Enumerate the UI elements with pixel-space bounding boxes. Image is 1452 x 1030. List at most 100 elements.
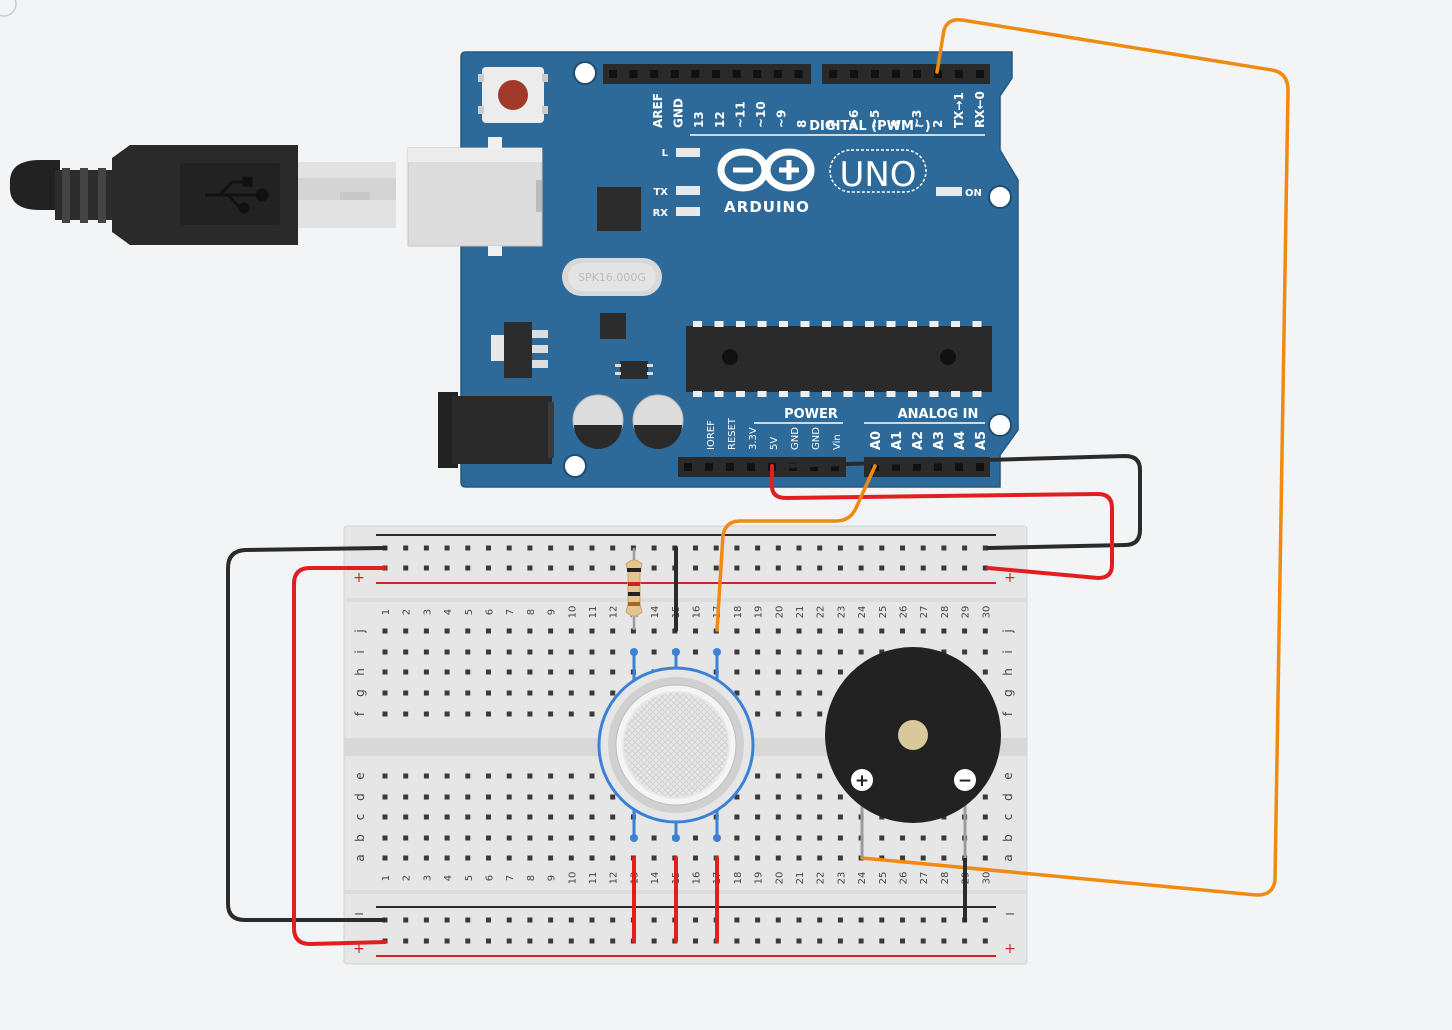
- dc-power-jack[interactable]: [438, 392, 554, 468]
- breadboard-hole[interactable]: [589, 938, 595, 944]
- breadboard-hole[interactable]: [527, 855, 533, 861]
- breadboard-hole[interactable]: [734, 690, 740, 696]
- breadboard-hole[interactable]: [982, 628, 988, 634]
- breadboard-hole[interactable]: [610, 565, 616, 571]
- breadboard-hole[interactable]: [755, 938, 761, 944]
- header-socket[interactable]: [913, 70, 921, 78]
- breadboard-hole[interactable]: [444, 814, 450, 820]
- breadboard-hole[interactable]: [817, 545, 823, 551]
- breadboard-hole[interactable]: [548, 565, 554, 571]
- breadboard-hole[interactable]: [879, 835, 885, 841]
- breadboard-hole[interactable]: [775, 814, 781, 820]
- breadboard-hole[interactable]: [817, 690, 823, 696]
- breadboard-hole[interactable]: [858, 565, 864, 571]
- breadboard-hole[interactable]: [982, 565, 988, 571]
- breadboard-hole[interactable]: [837, 814, 843, 820]
- breadboard-hole[interactable]: [962, 649, 968, 655]
- breadboard-hole[interactable]: [610, 690, 616, 696]
- breadboard-hole[interactable]: [486, 649, 491, 655]
- breadboard-hole[interactable]: [837, 917, 843, 923]
- breadboard-hole[interactable]: [486, 628, 491, 634]
- header-socket[interactable]: [753, 70, 762, 78]
- breadboard-hole[interactable]: [796, 545, 802, 551]
- breadboard-hole[interactable]: [382, 711, 388, 717]
- breadboard-hole[interactable]: [879, 545, 885, 551]
- breadboard-hole[interactable]: [982, 917, 988, 923]
- breadboard-hole[interactable]: [796, 773, 802, 779]
- breadboard-hole[interactable]: [920, 565, 926, 571]
- breadboard-hole[interactable]: [610, 794, 616, 800]
- breadboard-hole[interactable]: [486, 545, 491, 551]
- breadboard-hole[interactable]: [527, 649, 533, 655]
- breadboard-hole[interactable]: [900, 545, 905, 551]
- breadboard-hole[interactable]: [651, 649, 657, 655]
- breadboard-hole[interactable]: [486, 794, 491, 800]
- breadboard-hole[interactable]: [734, 669, 740, 675]
- breadboard-hole[interactable]: [630, 628, 636, 634]
- breadboard-hole[interactable]: [506, 835, 512, 841]
- breadboard-hole[interactable]: [755, 794, 761, 800]
- breadboard-hole[interactable]: [941, 938, 947, 944]
- breadboard-hole[interactable]: [527, 565, 533, 571]
- breadboard-hole[interactable]: [941, 917, 947, 923]
- breadboard-hole[interactable]: [796, 565, 802, 571]
- breadboard-hole[interactable]: [444, 794, 450, 800]
- header-socket[interactable]: [670, 70, 679, 78]
- breadboard-hole[interactable]: [382, 773, 388, 779]
- breadboard-hole[interactable]: [879, 855, 885, 861]
- gas-sensor[interactable]: [512, 648, 836, 842]
- breadboard-hole[interactable]: [796, 711, 802, 717]
- breadboard-hole[interactable]: [837, 565, 843, 571]
- breadboard-hole[interactable]: [382, 794, 388, 800]
- breadboard-hole[interactable]: [775, 628, 781, 634]
- breadboard-hole[interactable]: [796, 814, 802, 820]
- breadboard-hole[interactable]: [486, 814, 491, 820]
- breadboard-hole[interactable]: [982, 814, 988, 820]
- breadboard-hole[interactable]: [527, 938, 533, 944]
- breadboard-hole[interactable]: [651, 565, 657, 571]
- breadboard-hole[interactable]: [858, 628, 864, 634]
- breadboard-hole[interactable]: [548, 855, 554, 861]
- breadboard-hole[interactable]: [506, 690, 512, 696]
- breadboard-hole[interactable]: [755, 628, 761, 634]
- breadboard-hole[interactable]: [775, 690, 781, 696]
- breadboard-hole[interactable]: [837, 545, 843, 551]
- breadboard-hole[interactable]: [506, 649, 512, 655]
- breadboard-hole[interactable]: [423, 938, 429, 944]
- breadboard-hole[interactable]: [527, 711, 533, 717]
- breadboard-hole[interactable]: [382, 628, 388, 634]
- breadboard-hole[interactable]: [506, 814, 512, 820]
- breadboard-hole[interactable]: [568, 794, 574, 800]
- breadboard-hole[interactable]: [879, 565, 885, 571]
- breadboard-hole[interactable]: [734, 814, 740, 820]
- breadboard-hole[interactable]: [775, 545, 781, 551]
- breadboard-hole[interactable]: [755, 565, 761, 571]
- breadboard-hole[interactable]: [796, 855, 802, 861]
- breadboard-hole[interactable]: [775, 649, 781, 655]
- breadboard-hole[interactable]: [403, 669, 409, 675]
- breadboard-hole[interactable]: [382, 814, 388, 820]
- breadboard-hole[interactable]: [651, 855, 657, 861]
- breadboard-hole[interactable]: [879, 938, 885, 944]
- breadboard-hole[interactable]: [568, 545, 574, 551]
- breadboard-hole[interactable]: [568, 690, 574, 696]
- breadboard-hole[interactable]: [403, 855, 409, 861]
- breadboard-hole[interactable]: [796, 917, 802, 923]
- breadboard-hole[interactable]: [755, 917, 761, 923]
- breadboard-hole[interactable]: [941, 565, 947, 571]
- breadboard-hole[interactable]: [589, 669, 595, 675]
- breadboard-hole[interactable]: [548, 773, 554, 779]
- breadboard-hole[interactable]: [796, 835, 802, 841]
- breadboard-hole[interactable]: [506, 773, 512, 779]
- breadboard-hole[interactable]: [837, 794, 843, 800]
- breadboard-hole[interactable]: [734, 565, 740, 571]
- wire-orange-d2[interactable]: [860, 17, 1290, 897]
- breadboard-hole[interactable]: [755, 855, 761, 861]
- header-socket[interactable]: [976, 463, 984, 471]
- breadboard-hole[interactable]: [589, 628, 595, 634]
- header-socket[interactable]: [629, 70, 638, 78]
- usb-cable[interactable]: [9, 145, 396, 245]
- breadboard-hole[interactable]: [734, 545, 740, 551]
- header-socket[interactable]: [691, 70, 700, 78]
- breadboard-hole[interactable]: [610, 669, 616, 675]
